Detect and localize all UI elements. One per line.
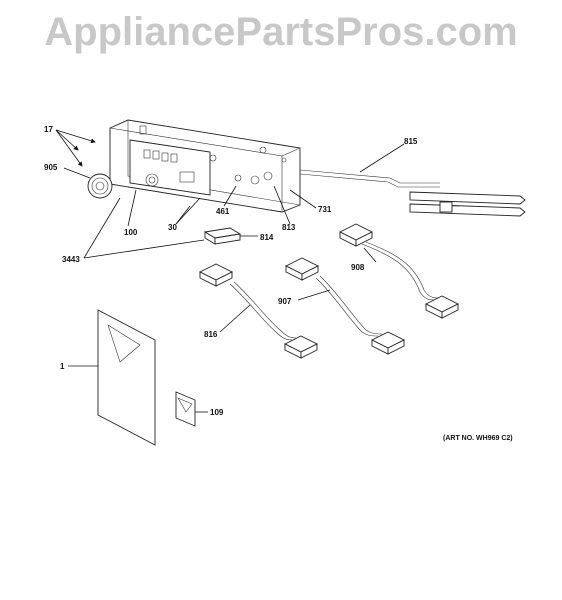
callout-461: 461: [216, 207, 230, 216]
art-number: (ART NO. WH969 C2): [443, 435, 513, 442]
callout-814: 814: [260, 233, 274, 242]
callout-731: 731: [318, 205, 332, 214]
callout-30: 30: [168, 223, 177, 232]
wire-harness-908: [338, 223, 460, 319]
wire-harness-816: [198, 263, 319, 359]
wire-harness-907: [284, 257, 406, 355]
site-watermark: AppliancePartsPros.com: [44, 10, 518, 54]
callout-813: 813: [282, 223, 296, 232]
power-cord-815: [299, 169, 526, 217]
callout-907: 907: [278, 297, 292, 306]
leader-lines: [55, 129, 405, 413]
callout-908: 908: [351, 263, 365, 272]
owners-manual-1: [97, 309, 156, 446]
callout-905: 905: [44, 163, 58, 172]
callout-815: 815: [404, 137, 418, 146]
callout-1: 1: [60, 362, 65, 371]
callout-3443: 3443: [62, 255, 80, 264]
callout-17: 17: [44, 125, 53, 134]
callout-109: 109: [210, 408, 224, 417]
connector-814: [203, 227, 242, 245]
knob-905: [87, 173, 113, 199]
callout-816: 816: [204, 330, 218, 339]
callout-100: 100: [124, 228, 138, 237]
control-box-assembly: [109, 119, 301, 213]
envelope-109: [175, 391, 196, 427]
